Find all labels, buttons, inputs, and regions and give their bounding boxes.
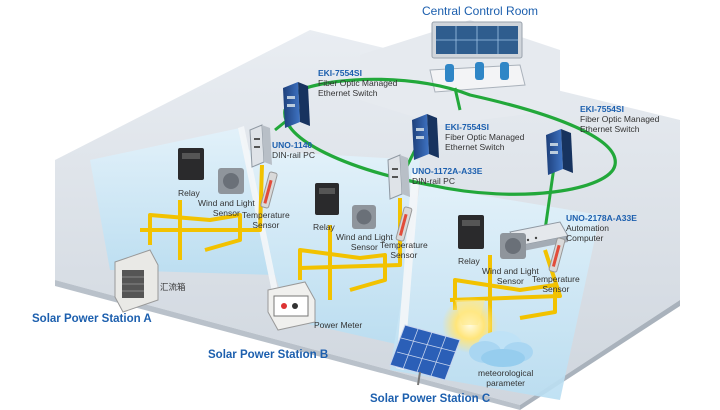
pc-1-model: UNO-1140 [272,140,313,150]
station-a-area [90,128,275,275]
combiner-cabinet [114,249,159,313]
temp-c-line-1: Temperature [532,274,580,284]
switch-1-device [283,82,310,128]
wind-b-line-2: Sensor [350,242,378,252]
relay-b-label: Relay [313,222,335,232]
meteo-line-1: meteorological [478,368,534,378]
relay-c-device [458,215,484,249]
wind-a-line-2: Sensor [212,208,240,218]
switch-3-desc-1: Fiber Optic Managed [580,114,660,124]
pc-1-desc: DIN-rail PC [272,150,315,160]
pc-2-desc: DIN-rail PC [412,176,455,186]
wind-sensor-c-label: Wind and Light Sensor [482,266,539,286]
temp-b-line-1: Temperature [380,240,428,250]
switch-2-model: EKI-7554SI [445,122,489,132]
relay-a-label: Relay [178,188,200,198]
fiber-ring [283,77,617,196]
pc-1-label: UNO-1140 DIN-rail PC [272,140,315,160]
meteo-line-2: parameter [486,378,526,388]
switch-2-device [412,114,439,160]
wind-sensor-a-label: Wind and Light Sensor [198,198,255,218]
pc-3-model: UNO-2178A-A33E [566,213,637,223]
operator-3 [500,62,509,80]
operator-1 [445,64,454,82]
station-a-title: Solar Power Station A [32,313,152,325]
wind-c-line-1: Wind and Light [482,266,539,276]
pc-3-desc-1: Automation [566,223,609,233]
field-bus [140,164,562,340]
pc-uno1140-device [249,124,272,168]
wind-sensor-b-label: Wind and Light Sensor [336,232,393,252]
wind-sensor-b-device [352,205,376,229]
solar-panel [389,324,461,386]
wall-bc [396,168,420,370]
temp-b-line-2: Sensor [390,250,418,260]
station-c-title: Solar Power Station C [370,393,491,405]
combiner-box-label: 汇流箱 [160,282,186,292]
switch-2-desc-2: Ethernet Switch [445,142,505,152]
pc-2-label: UNO-1172A-A33E DIN-rail PC [412,166,482,186]
temp-sensor-c-label: Temperature Sensor [532,274,580,294]
wind-b-line-1: Wind and Light [336,232,393,242]
temp-sensor-a-label: Temperature Sensor [242,210,290,230]
pc-uno1172-device [387,154,410,200]
power-meter-label: Power Meter [314,320,363,330]
temp-sensor-b-label: Temperature Sensor [380,240,428,260]
wind-sensor-c-device [500,233,526,259]
wind-sensor-a-device [218,168,244,194]
relay-a-device [178,148,204,180]
switch-1-label: EKI-7554SI Fiber Optic Managed Ethernet … [318,68,397,98]
relay-b-device [315,183,339,215]
temp-sensor-b-device [395,206,413,242]
pc-3-desc-2: Computer [566,233,604,243]
switch-1-desc-1: Fiber Optic Managed [318,78,398,88]
switch-1-desc-2: Ethernet Switch [318,88,378,98]
control-room-title: Central Control Room [422,4,539,18]
wind-a-line-1: Wind and Light [198,198,255,208]
temp-sensor-c-device [548,237,566,273]
switch-3-desc-2: Ethernet Switch [580,124,640,134]
switch-2-label: EKI-7554SI Fiber Optic Managed Ethernet … [445,122,524,152]
floor-edge [55,280,520,410]
pc-3-label: UNO-2178A-A33E Automation Computer [566,213,637,243]
relay-c-label: Relay [458,256,480,266]
temp-sensor-a-device [260,171,278,209]
pc-2-model: UNO-1172A-A33E [412,166,483,176]
switch-3-model: EKI-7554SI [580,104,624,114]
temp-a-line-1: Temperature [242,210,290,220]
meteo-label: meteorological parameter [478,368,533,388]
switch-3-device [546,129,573,175]
switch-1-model: EKI-7554SI [318,68,362,78]
station-b-title: Solar Power Station B [208,349,329,361]
fiber-uplink [453,87,462,111]
temp-a-line-2: Sensor [252,220,280,230]
switch-3-label: EKI-7554SI Fiber Optic Managed Ethernet … [580,104,659,134]
operator-2 [475,62,484,80]
sun-beam [455,300,485,325]
switch-2-desc-1: Fiber Optic Managed [445,132,525,142]
temp-c-line-2: Sensor [542,284,570,294]
power-meter-device [267,281,316,331]
cloud-icon [469,331,533,367]
wind-c-line-2: Sensor [496,276,524,286]
